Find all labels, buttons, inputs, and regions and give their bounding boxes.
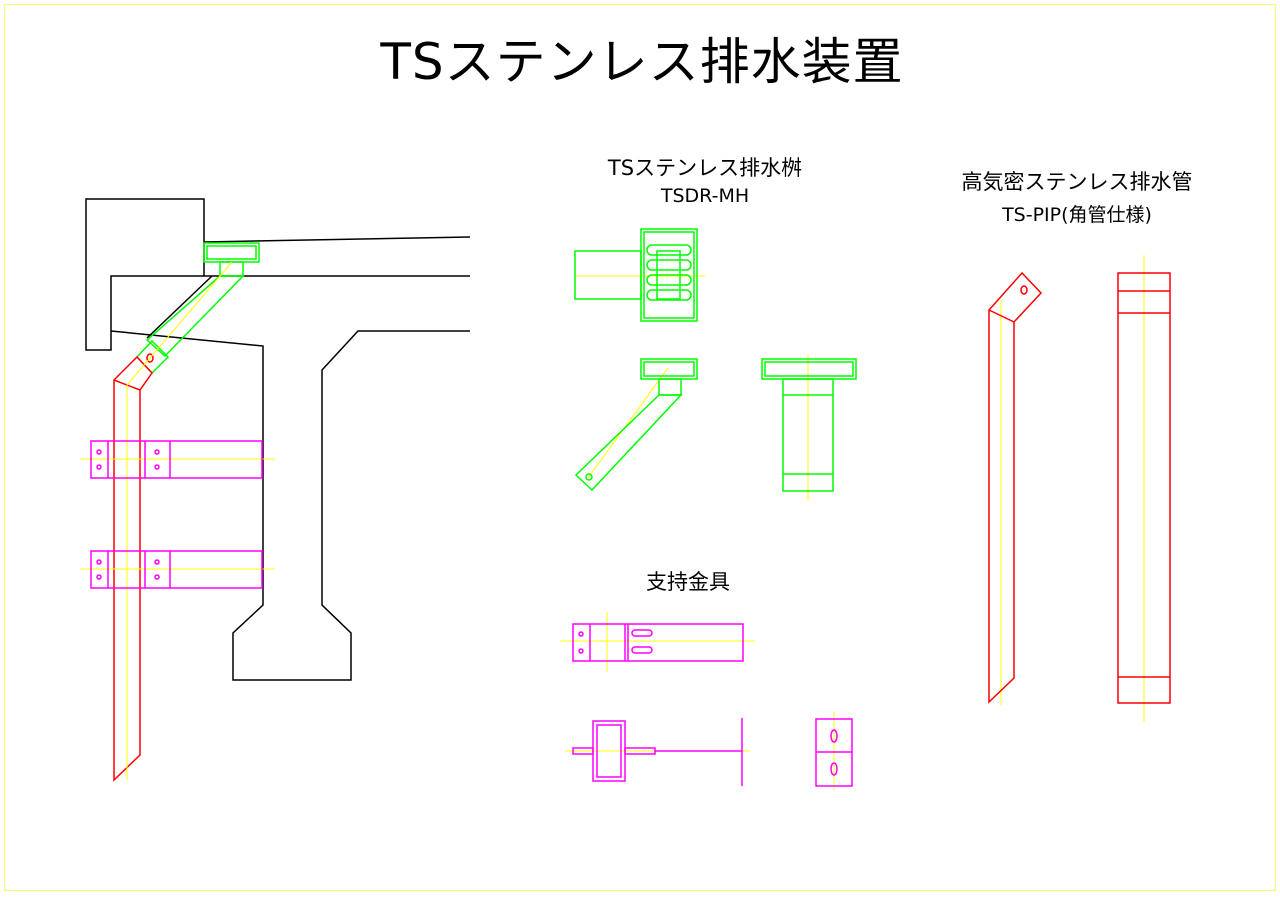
concrete-structure: [85, 198, 471, 681]
basin-side-view: [574, 358, 698, 492]
bracket-plan-view: [572, 623, 744, 662]
bracket-title: 支持金具: [646, 570, 730, 594]
pipe-title: 高気密ステンレス排水管: [961, 170, 1193, 194]
installed-brackets: [90, 440, 263, 589]
installed-basin: [135, 242, 260, 375]
drawing-frame: [4, 4, 1276, 891]
bracket-side-view: [572, 718, 743, 786]
pipe-front-view: [1117, 272, 1171, 704]
drawing-title: TSステンレス排水装置: [380, 33, 904, 91]
basin-title: TSステンレス排水桝: [607, 156, 803, 180]
bracket-front-view: [815, 718, 853, 787]
basin-front-view: [761, 358, 857, 492]
basin-plan-view: [574, 228, 698, 322]
basin-model: TSDR-MH: [660, 185, 750, 207]
centerlines: [80, 255, 1145, 790]
pipe-side-view: [988, 271, 1043, 704]
pipe-model: TS-PIP(角管仕様): [1002, 204, 1152, 226]
